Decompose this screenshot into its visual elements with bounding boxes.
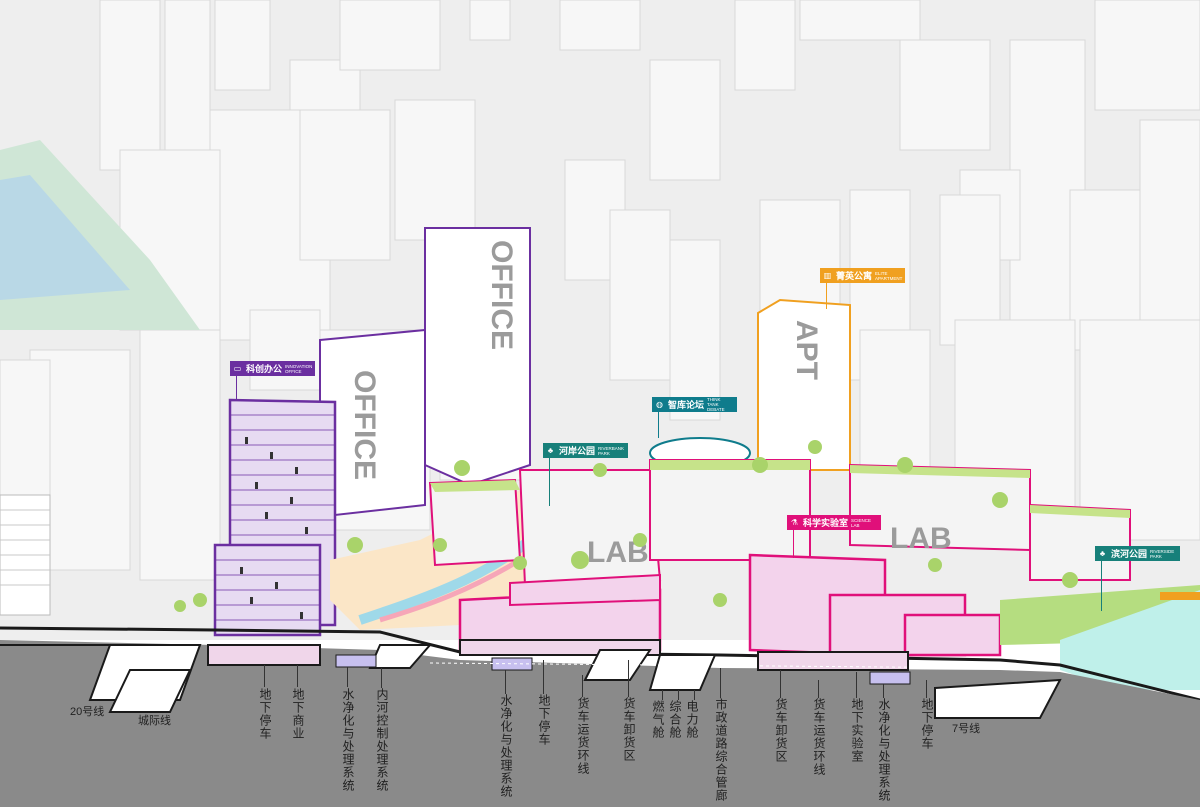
- leader-2: [297, 665, 298, 687]
- leader-3: [347, 667, 348, 687]
- tag-talent-apartment: ▥ 菁英公寓 ELITE APARTMENT: [820, 268, 906, 283]
- tag-science-lab: ⚗ 科学实验室 SCIENCE LAB: [787, 515, 882, 530]
- label-truck-unloading-2: 货车卸货区: [774, 698, 788, 763]
- leader-6: [543, 660, 544, 694]
- tag-riverside-en: RIVERSIDE PARK: [1150, 548, 1175, 559]
- leader-1: [264, 665, 265, 687]
- leader-9: [662, 690, 663, 700]
- label-utility-tunnel: 市政道路综合管廊: [714, 698, 728, 802]
- monitor-icon: ▭: [233, 364, 242, 373]
- label-line-20: 20号线: [70, 706, 105, 718]
- trees: [174, 440, 1078, 612]
- leader-17: [926, 680, 927, 698]
- tag-think-tank-en: THINK TANK DEBATE: [707, 397, 725, 412]
- leader-5: [505, 670, 506, 694]
- leader-15: [856, 672, 857, 698]
- label-gas-cabin: 燃气舱: [651, 700, 665, 739]
- pin-riverbank: [549, 458, 550, 506]
- leader-4: [381, 668, 382, 688]
- label-parking-3: 地下停车: [920, 698, 934, 750]
- pink-path: [379, 557, 522, 623]
- office-label-2: OFFICE: [485, 240, 518, 350]
- apt-tower: [757, 298, 851, 471]
- lab-complex-right: [748, 463, 1131, 657]
- dashed-utility-line: [429, 662, 1001, 669]
- label-underground-commerce: 地下商业: [291, 688, 305, 740]
- left-tower-lines: [0, 509, 50, 586]
- label-parking-1: 地下停车: [258, 688, 272, 740]
- tag-riverside-park: ♣ 滨河公园 RIVERSIDE PARK: [1095, 546, 1181, 561]
- label-truck-loop-2: 货车运货环线: [812, 698, 826, 776]
- tag-riverbank-park: ♣ 河岸公园 RIVERBANK PARK: [543, 443, 629, 458]
- leader-13: [780, 670, 781, 698]
- lab-label-2: LAB: [890, 522, 952, 555]
- label-truck-unloading-1: 货车卸货区: [622, 697, 636, 762]
- leader-10: [678, 690, 679, 700]
- label-water-treatment-1: 水净化与处理系统: [341, 688, 355, 792]
- label-river-control: 内河控制处理系统: [375, 688, 389, 792]
- tag-science-lab-en: SCIENCE LAB: [851, 517, 872, 528]
- green-roofs: [430, 460, 1130, 518]
- tree-icon: ♣: [547, 446, 554, 455]
- river-water: [1060, 590, 1200, 690]
- leader-7: [582, 675, 583, 697]
- orange-bridge: [1160, 592, 1200, 600]
- label-line-7: 7号线: [952, 723, 981, 735]
- pin-science-lab: [793, 530, 794, 558]
- label-integrated-cabin: 综合舱: [668, 700, 682, 739]
- tag-riverbank-cn: 河岸公园: [559, 446, 596, 456]
- apt-label: APT: [790, 320, 823, 380]
- pin-think-tank: [658, 412, 659, 438]
- tunnels: [88, 644, 1062, 719]
- tag-think-tank: ◍ 智库论坛 THINK TANK DEBATE: [652, 397, 738, 412]
- tag-science-lab-cn: 科学实验室: [803, 518, 849, 528]
- tag-talent-en: ELITE APARTMENT: [875, 270, 903, 281]
- tag-innovation-office: ▭ 科创办公 INNOVATION OFFICE: [230, 361, 316, 376]
- label-parking-2: 地下停车: [537, 694, 551, 746]
- label-water-treatment-3: 水净化与处理系统: [877, 698, 891, 802]
- leader-8: [628, 660, 629, 697]
- tag-riverbank-en: RIVERBANK PARK: [598, 445, 625, 456]
- leader-14: [818, 680, 819, 698]
- leader-12: [720, 668, 721, 698]
- building-icon: ▥: [823, 271, 832, 280]
- label-truck-loop-1: 货车运货环线: [576, 697, 590, 775]
- leader-11: [694, 690, 695, 700]
- flask-icon: ⚗: [790, 518, 799, 527]
- label-intercity: 城际线: [138, 715, 171, 727]
- label-power-cabin: 电力舱: [685, 700, 699, 739]
- tree-icon: ♣: [1099, 549, 1106, 558]
- pin-innovation: [236, 376, 237, 400]
- utility-cubes: [335, 654, 911, 685]
- leader-16: [883, 684, 884, 698]
- globe-icon: ◍: [656, 400, 663, 409]
- tag-think-tank-cn: 智库论坛: [668, 400, 705, 410]
- pin-talent: [826, 283, 827, 309]
- tag-innovation-cn: 科创办公: [246, 364, 283, 374]
- tag-riverside-cn: 滨河公园: [1111, 549, 1148, 559]
- office-occupants: [240, 437, 308, 619]
- label-water-treatment-2: 水净化与处理系统: [499, 694, 513, 798]
- pin-riverside: [1101, 561, 1102, 611]
- tag-innovation-en: INNOVATION OFFICE: [285, 363, 313, 374]
- office-label-1: OFFICE: [348, 370, 381, 480]
- tag-talent-cn: 菁英公寓: [836, 271, 873, 281]
- left-water: [0, 175, 130, 300]
- innovation-office-cutaway: [213, 398, 337, 637]
- label-underground-lab: 地下实验室: [850, 698, 864, 763]
